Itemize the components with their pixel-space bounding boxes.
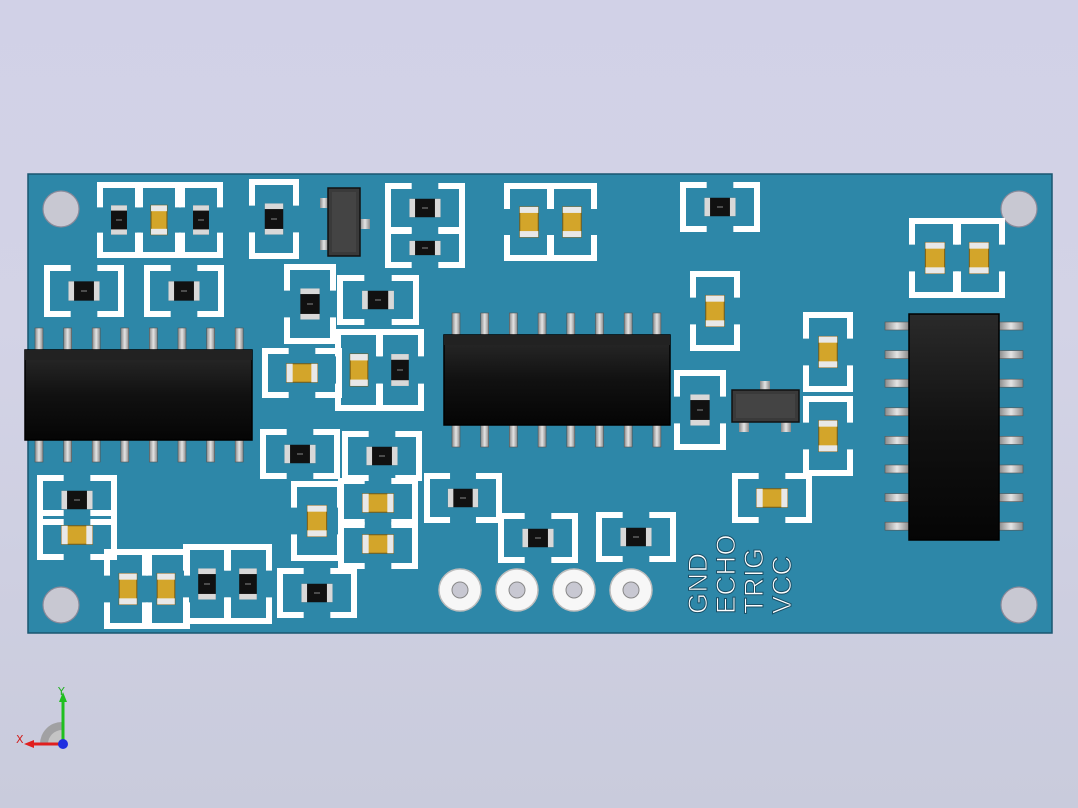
smd-capacitor <box>803 396 853 476</box>
smd-resistor <box>674 370 726 450</box>
soic-ic <box>24 327 253 463</box>
mounting-hole <box>1000 190 1038 228</box>
header-hole <box>565 581 583 599</box>
pin-label-gnd: GND <box>683 552 714 615</box>
smd-capacitor <box>803 312 853 392</box>
smd-resistor <box>277 568 357 618</box>
smd-footprints <box>37 179 1005 629</box>
header-hole <box>622 581 640 599</box>
smd-resistor <box>44 265 124 317</box>
header-hole <box>508 581 526 599</box>
smd-capacitor <box>690 271 740 351</box>
axis-label-x: X <box>16 733 24 746</box>
header-pads <box>438 568 653 612</box>
sot23-transistor <box>320 187 370 257</box>
smd-resistor <box>596 512 676 562</box>
pin-label-trig: TRIG <box>739 547 770 615</box>
smd-resistor <box>249 179 299 259</box>
smd-resistor <box>37 475 117 525</box>
smd-capacitor <box>338 519 418 569</box>
smd-resistor <box>224 544 272 624</box>
ic-packages <box>24 187 1024 541</box>
soic-ic <box>443 312 671 448</box>
smd-resistor <box>680 182 760 232</box>
smd-capacitor <box>953 218 1005 298</box>
smd-resistor <box>260 429 340 479</box>
smd-capacitor <box>104 549 152 629</box>
smd-capacitor <box>732 473 812 523</box>
smd-resistor <box>385 228 465 268</box>
mounting-hole <box>1000 586 1038 624</box>
smd-resistor <box>144 265 224 317</box>
smd-capacitor <box>291 481 343 561</box>
smd-resistor <box>498 513 578 563</box>
smd-resistor <box>284 264 336 344</box>
mounting-hole <box>42 190 80 228</box>
smd-resistor <box>179 182 223 258</box>
axis-label-y: Y <box>58 685 65 698</box>
mounting-hole <box>42 586 80 624</box>
smd-capacitor <box>137 182 181 258</box>
smd-capacitor <box>37 510 117 560</box>
mounting-holes <box>42 190 1038 624</box>
smd-capacitor <box>547 183 597 261</box>
sot23-transistor <box>731 381 800 432</box>
header-hole <box>451 581 469 599</box>
pin-label-echo: ECHO <box>711 533 742 614</box>
smd-resistor <box>337 275 419 325</box>
axis-triad[interactable]: X Y <box>10 682 80 752</box>
smd-capacitor <box>262 348 342 398</box>
smd-resistor <box>376 329 424 411</box>
pin-label-vcc: VCC <box>767 555 798 615</box>
soic-ic <box>884 313 1024 541</box>
axis-triad-graphic <box>24 692 68 749</box>
smd-resistor <box>424 473 502 523</box>
